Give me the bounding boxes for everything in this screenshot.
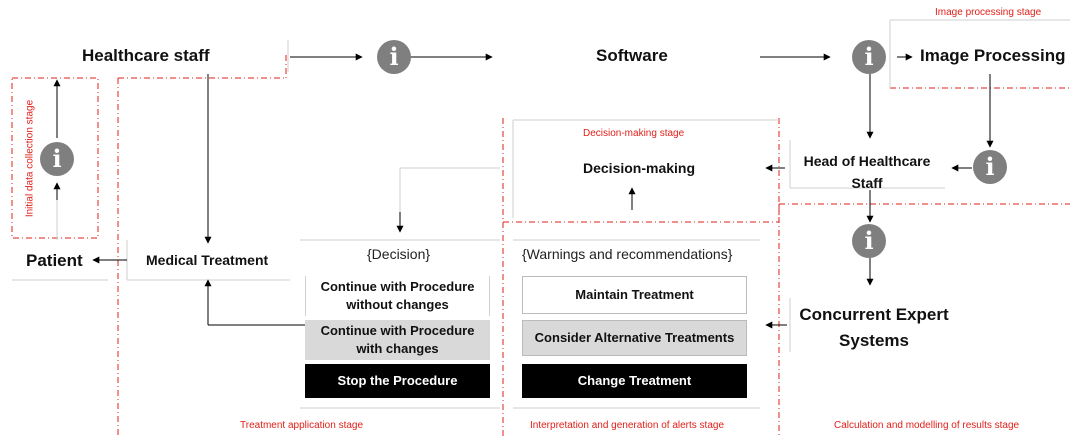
info-icon: i xyxy=(40,142,74,176)
opt2-line-2: with changes xyxy=(356,341,439,356)
opt1-line-1: Continue with Procedure xyxy=(320,279,475,294)
info-icon: i xyxy=(852,224,886,258)
node-decision-making: Decision-making xyxy=(583,160,696,176)
info-glyph: i xyxy=(389,42,399,71)
flow-arrows xyxy=(53,53,994,329)
opt1-line-2: without changes xyxy=(346,297,449,312)
stage-borders xyxy=(11,55,1070,438)
head-line-2: Staff xyxy=(851,175,883,191)
info-icon: i xyxy=(852,40,886,74)
option-consider-alternatives: Consider Alternative Treatments xyxy=(522,320,747,356)
info-icon: i xyxy=(377,40,411,74)
option-stop-procedure: Stop the Procedure xyxy=(305,364,490,398)
stage-label-treatment: Treatment application stage xyxy=(240,420,364,431)
warnings-panel-header: {Warnings and recommendations} xyxy=(522,246,733,262)
node-concurrent-expert-systems: Concurrent Expert Systems xyxy=(794,302,954,354)
node-head-of-healthcare-staff: Head of Healthcare Staff xyxy=(797,150,937,194)
option-maintain-treatment: Maintain Treatment xyxy=(522,276,747,314)
stage-label-interpretation: Interpretation and generation of alerts … xyxy=(530,420,725,431)
stage-label-initial-data: Initial data collection stage xyxy=(24,99,36,218)
option-continue-without-changes: Continue with Procedure without changes xyxy=(305,276,490,316)
info-glyph: i xyxy=(864,42,874,71)
node-patient: Patient xyxy=(26,251,83,270)
option-change-treatment: Change Treatment xyxy=(522,364,747,398)
concurrent-line-2: Systems xyxy=(839,331,909,350)
decision-panel-header: {Decision} xyxy=(367,246,431,262)
node-medical-treatment: Medical Treatment xyxy=(146,252,269,268)
opt2-line-1: Continue with Procedure xyxy=(320,323,475,338)
node-image-processing: Image Processing xyxy=(920,46,1066,65)
concurrent-line-1: Concurrent Expert xyxy=(799,305,949,324)
stage-label-calculation: Calculation and modelling of results sta… xyxy=(834,420,1020,431)
info-glyph: i xyxy=(52,144,62,173)
head-line-1: Head of Healthcare xyxy=(803,153,931,169)
stage-label-decision-making: Decision-making stage xyxy=(583,128,685,139)
node-healthcare-staff: Healthcare staff xyxy=(82,46,210,65)
info-glyph: i xyxy=(864,226,874,255)
info-icon: i xyxy=(973,150,1007,184)
info-glyph: i xyxy=(985,152,995,181)
option-continue-with-changes: Continue with Procedure with changes xyxy=(305,320,490,360)
stage-label-image-processing: Image processing stage xyxy=(935,7,1042,18)
node-software: Software xyxy=(596,46,668,65)
initial-stage-border xyxy=(11,77,99,239)
